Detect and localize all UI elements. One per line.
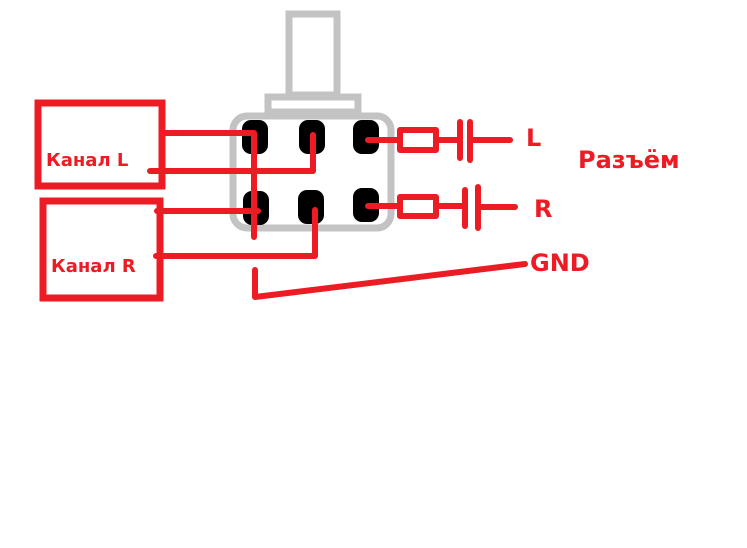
resistor-l	[397, 127, 439, 153]
wire-channel-l-in	[159, 130, 257, 240]
channel-r-box	[39, 197, 164, 302]
potentiometer-shaft	[264, 10, 362, 116]
resistor-r	[397, 194, 439, 219]
connector-label: Разъём	[578, 146, 680, 174]
channel-r-label: Канал R	[51, 256, 136, 277]
wire-channel-r-out	[153, 207, 318, 259]
pin-bottom-2	[298, 190, 324, 224]
pin-top-3	[353, 120, 379, 154]
wire-channel-l-out	[147, 132, 316, 174]
wire-ground	[252, 261, 528, 300]
channel-l-box	[34, 99, 166, 190]
out-r-label: R	[534, 195, 552, 223]
ground-label: GND	[530, 249, 590, 277]
channel-l-label: Канал L	[46, 150, 128, 171]
out-l-label: L	[526, 124, 541, 152]
